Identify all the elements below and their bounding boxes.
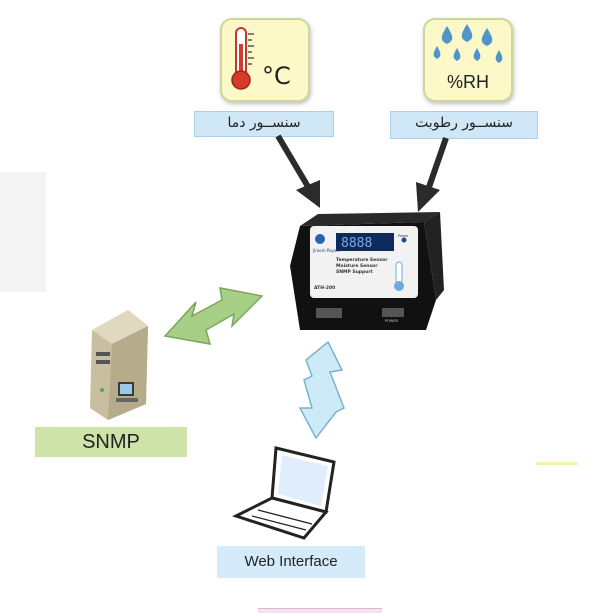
thermometer-icon xyxy=(231,27,254,90)
device-feature: Temperature Sensor xyxy=(336,257,388,263)
humidity-sensor-card: %RH xyxy=(423,18,513,102)
device-led-label: Power xyxy=(398,234,409,238)
temperature-unit: °C xyxy=(262,62,291,90)
device-feature: SNMP Support xyxy=(336,269,374,275)
ath-200-device xyxy=(290,212,444,330)
device-display xyxy=(336,233,394,251)
device-feature: Moisture Sensor xyxy=(336,263,378,269)
side-panel xyxy=(0,172,46,292)
humidity-arrow xyxy=(416,137,449,212)
temperature-arrow xyxy=(275,134,320,208)
device-port-label: POWER xyxy=(385,319,399,323)
temperature-sensor-card: °C xyxy=(220,18,310,102)
web-interface-label: Web Interface xyxy=(217,546,365,578)
water-drops-icon xyxy=(433,24,503,63)
humidity-sensor-label: سنســور رطوبت xyxy=(390,111,538,139)
device-brand: Jiroom Payam xyxy=(312,248,340,253)
device-display-digits: 8888 xyxy=(341,236,372,251)
power-led-icon xyxy=(401,237,407,243)
device-logo-icon xyxy=(315,234,325,244)
device-model: ATH-200 xyxy=(314,285,335,291)
temperature-sensor-label: سنســور دما xyxy=(194,111,334,137)
snmp-label: SNMP xyxy=(35,427,187,457)
laptop-icon xyxy=(232,446,336,540)
decorative-bottom-bar xyxy=(258,608,382,613)
power-port xyxy=(382,308,404,317)
humidity-unit: %RH xyxy=(447,72,490,92)
device-thermometer-icon xyxy=(394,281,404,291)
decorative-line xyxy=(536,462,578,465)
web-double-arrow xyxy=(298,340,345,440)
snmp-double-arrow xyxy=(163,287,264,345)
server-computer-icon xyxy=(90,310,148,420)
ethernet-port xyxy=(316,308,342,318)
